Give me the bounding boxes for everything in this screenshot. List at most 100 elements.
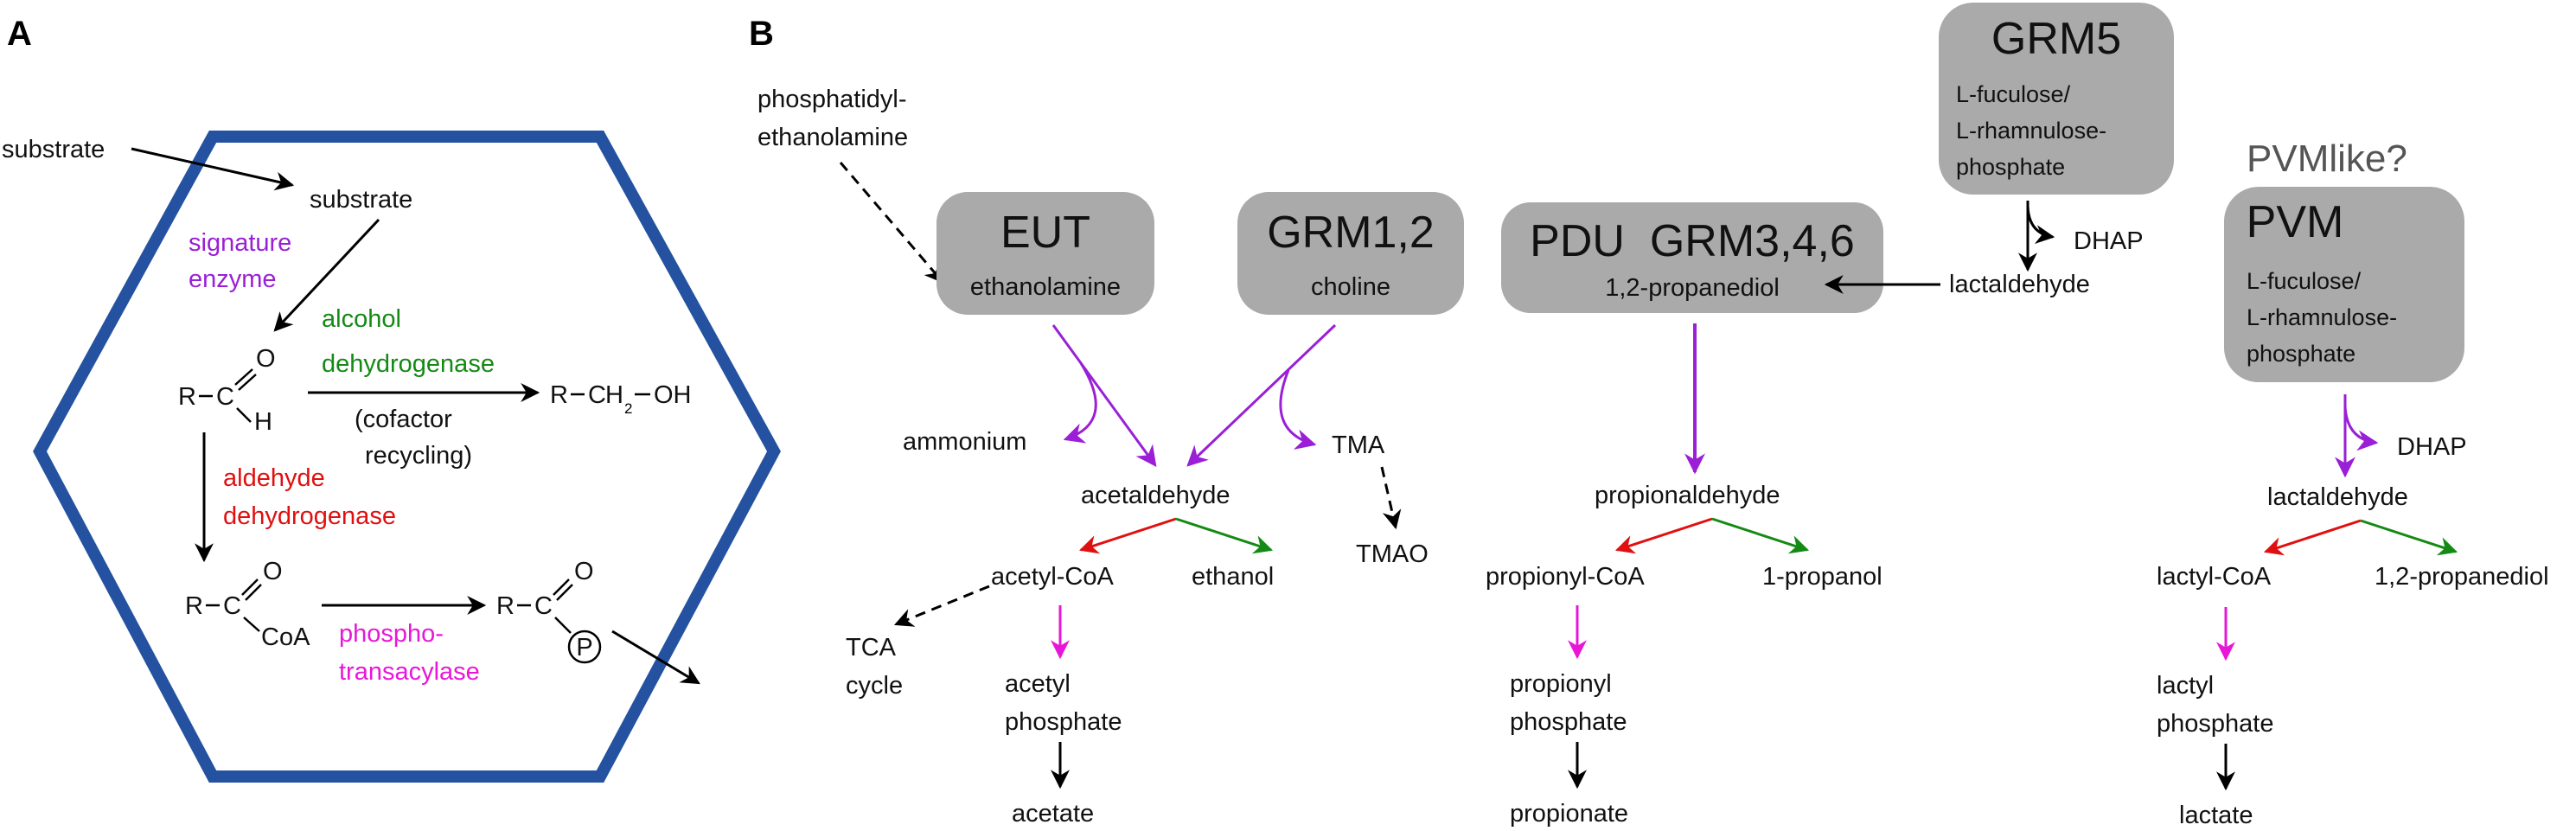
grm12-box: GRM1,2 choline [1237,192,1464,315]
phosphotransacylase-label-2: transacylase [339,658,480,686]
svg-text:C: C [223,592,241,620]
grm5-dhap-label: DHAP [2074,227,2144,255]
signature-enzyme-label-1: signature [189,229,291,257]
svg-text:R: R [496,592,515,620]
svg-text:H: H [605,381,623,409]
grm12-substrate: choline [1311,273,1390,301]
alcohol-dehydrogenase-label-2: dehydrogenase [322,350,495,378]
svg-text:P: P [576,634,592,662]
pvm-substrate-3: phosphate [2247,341,2355,367]
grm5-box: GRM5 L-fuculose/ L-rhamnulose- phosphate [1939,3,2174,195]
propanol-label: 1-propanol [1762,563,1882,591]
lactyl-coa-label: lactyl-CoA [2157,563,2272,591]
panel-a-label: A [7,15,32,53]
microcompartment-hexagon [33,131,781,783]
svg-text:C: C [588,381,606,409]
pvm-title: PVM [2247,197,2344,247]
signature-enzyme-label-2: enzyme [189,265,277,293]
grm5-lactaldehyde-label: lactaldehyde [1949,271,2090,298]
alcohol-structure: R C H 2 OH [550,381,692,417]
cofactor-label-1: (cofactor [355,406,452,433]
svg-text:C: C [534,592,553,620]
svg-text:R: R [550,381,568,409]
pdu-substrate: 1,2-propanediol [1605,274,1780,302]
propionaldehyde-to-propionylcoa-arrow [1614,517,1713,554]
svg-text:R: R [185,592,203,620]
acetate-label: acetate [1012,800,1094,828]
svg-text:2: 2 [624,400,632,417]
acetaldehyde-to-ethanol-arrow [1175,517,1274,554]
eut-to-acetaldehyde-arrow [1051,324,1157,467]
pvm-dhap-label: DHAP [2397,433,2467,461]
lactyl-phosphate-label-1: lactyl [2157,672,2214,700]
cofactor-label-2: recycling) [365,442,472,470]
grm12-title: GRM1,2 [1267,208,1435,258]
lactate-label: lactate [2179,802,2253,829]
acyl-phosphate-exit-arrow [611,630,700,685]
svg-text:R: R [178,383,196,411]
phosphatidyl-label-1: phosphatidyl- [757,86,907,113]
lactaldehyde-to-propanediol-arrow [2360,519,2458,556]
svg-text:O: O [256,345,276,373]
signature-enzyme-arrow [273,218,380,332]
eut-box: EUT ethanolamine [936,192,1154,315]
propionyl-phosphate-label-1: propionyl [1510,670,1612,698]
grm5-substrate-2: L-rhamnulose- [1956,118,2106,144]
svg-text:OH: OH [654,381,692,409]
propionaldehyde-to-propanol-arrow [1711,517,1810,554]
lactaldehyde-to-lactylcoa-arrow [2263,519,2362,556]
tca-label-2: cycle [846,672,903,700]
propionaldehyde-label: propionaldehyde [1595,482,1780,509]
acyl-phosphate-structure: R C O P [496,558,602,664]
pdu-title: PDU GRM3,4,6 [1530,216,1855,266]
ethanol-label: ethanol [1192,563,1274,591]
alcohol-dehydrogenase-label-1: alcohol [322,305,401,333]
propionyl-coa-label: propionyl-CoA [1486,563,1645,591]
eut-title: EUT [1000,208,1090,258]
phosphatidyl-label-2: ethanolamine [757,124,908,151]
grm5-dhap-arrow [2026,205,2055,245]
phosphotransacylase-label-1: phospho- [339,620,444,648]
substrate-entry-arrow [131,147,295,191]
svg-text:CoA: CoA [261,623,310,651]
lactyl-phosphate-label-2: phosphate [2157,710,2273,738]
svg-text:C: C [216,383,234,411]
pvm-substrate-2: L-rhamnulose- [2247,304,2397,330]
grm12-tma-arrow [1279,369,1317,450]
acetyl-phosphate-label-1: acetyl [1005,670,1071,698]
pvm-dhap-arrow [2343,406,2379,451]
tca-label-1: TCA [846,634,897,662]
aldehyde-dehydrogenase-label-1: aldehyde [223,464,325,492]
pvm-propanediol-label: 1,2-propanediol [2375,563,2549,591]
acetaldehyde-label: acetaldehyde [1081,482,1230,509]
aldehyde-structure: R C O H [178,345,276,436]
ammonium-label: ammonium [903,428,1026,456]
phosphatidyl-arrow [839,162,944,284]
svg-text:O: O [574,558,594,585]
svg-text:O: O [263,558,283,585]
tma-label: TMA [1332,431,1385,459]
propionyl-phosphate-label-2: phosphate [1510,708,1627,736]
acetaldehyde-to-acetylcoa-arrow [1078,517,1177,554]
grm12-to-acetaldehyde-arrow [1186,323,1337,467]
acyl-coa-structure: R C O CoA [185,558,310,651]
svg-text:H: H [254,408,272,436]
acetylcoa-to-tca-arrow [893,585,990,627]
pvm-substrate-1: L-fuculose/ [2247,268,2362,294]
aldehyde-dehydrogenase-label-2: dehydrogenase [223,502,396,530]
pvmlike-label: PVMlike? [2247,137,2407,180]
grm5-title: GRM5 [1991,14,2121,64]
propionate-label: propionate [1510,800,1628,828]
substrate-outside-label: substrate [2,136,105,163]
acetyl-coa-label: acetyl-CoA [991,563,1114,591]
tmao-label: TMAO [1356,540,1429,568]
acetyl-phosphate-label-2: phosphate [1005,708,1122,736]
pvm-box: PVM L-fuculose/ L-rhamnulose- phosphate [2224,187,2464,382]
panel-b-label: B [749,15,774,53]
eut-ammonium-arrow [1063,362,1097,444]
grm5-substrate-3: phosphate [1956,154,2065,180]
eut-substrate: ethanolamine [970,273,1121,301]
tma-to-tmao-arrow [1380,466,1402,530]
pdu-box: PDU GRM3,4,6 1,2-propanediol [1501,202,1883,313]
